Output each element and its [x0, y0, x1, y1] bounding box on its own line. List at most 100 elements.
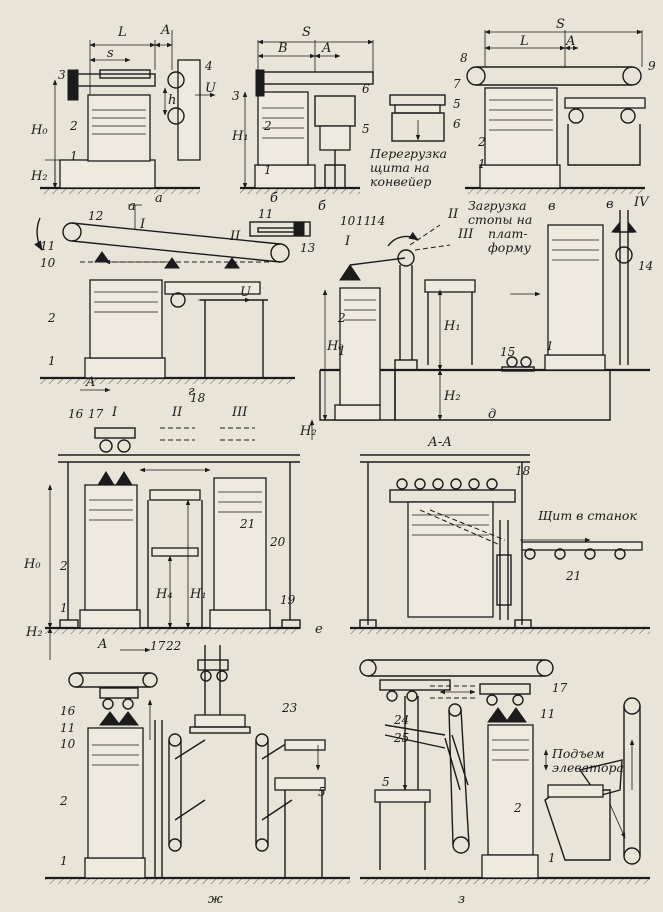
panel-label-a: а: [128, 199, 136, 214]
part-number-2-zh: 2: [59, 794, 68, 808]
roman-I-g: I: [139, 217, 146, 232]
dim-label-A-zh: A: [97, 637, 107, 652]
part-number-11-g: 11: [258, 207, 273, 221]
conveyor-transfer-detail: [389, 94, 446, 142]
panel-label-z: з: [458, 892, 465, 907]
part-number-6-b: 6: [362, 82, 370, 96]
dim-label-A: A: [160, 23, 170, 38]
part-number-7: 7: [453, 77, 461, 91]
section-marker-A-left: A: [85, 375, 95, 390]
caption-elevator-1: Подъем: [551, 746, 604, 761]
roman-I-d: I: [344, 234, 351, 249]
part-number-17-zh: 17: [150, 639, 166, 653]
dim-label-H2-e: H₂: [25, 625, 43, 640]
part-number-5-z: 5: [382, 775, 390, 789]
dim-label-H1-b: H₁: [231, 129, 249, 144]
dim-label-s: s: [107, 46, 114, 61]
part-number-21-s: 21: [565, 569, 581, 583]
part-number-12: 12: [88, 209, 103, 223]
part-number-5-b: 5: [362, 122, 370, 136]
part-number-1: 1: [70, 149, 78, 163]
part-number-1-d: 1: [338, 344, 346, 358]
panel-z: [359, 659, 650, 884]
part-number-10-zh: 10: [60, 737, 76, 751]
part-number-24: 24: [393, 713, 409, 727]
panel-label-b-small: б: [270, 191, 278, 206]
part-number-1-d2: 1: [546, 339, 554, 353]
part-number-17-z: 17: [552, 681, 568, 695]
panel-label-g: г: [188, 384, 195, 399]
caption-loading-4: форму: [488, 240, 532, 255]
part-number-11-zh: 11: [60, 721, 75, 735]
dim-label-B: B: [277, 41, 288, 56]
section-label-AA: А-А: [427, 435, 452, 450]
part-number-15: 15: [500, 345, 515, 359]
roman-III-d: III: [457, 227, 474, 242]
panel-label-d: д: [488, 407, 496, 422]
part-number-2-z: 2: [513, 801, 522, 815]
dim-label-H0-e: H₀: [23, 557, 41, 572]
panel-e-section: [350, 454, 650, 634]
part-number-4: 4: [204, 59, 213, 73]
caption-panel-to-machine: Щит в станок: [538, 508, 637, 523]
dim-label-H0-d: H₀: [326, 339, 344, 354]
roman-II-g: II: [229, 229, 241, 244]
part-number-2-g: 2: [47, 311, 56, 325]
part-number-13: 13: [300, 241, 316, 255]
roman-I-e: I: [111, 405, 118, 420]
roman-III-e: III: [231, 405, 248, 420]
caption-transfer-3: конвейер: [370, 174, 431, 189]
part-number-2-e: 2: [59, 559, 68, 573]
part-number-5-zh: 5: [318, 785, 326, 799]
dim-label-U-g: U: [240, 285, 252, 300]
part-number-2-v: 2: [477, 135, 486, 149]
part-number-16: 16: [68, 407, 84, 421]
roman-IV: IV: [633, 195, 650, 210]
dim-label-H2-d: H₂: [443, 389, 461, 404]
part-number-5: 5: [453, 97, 461, 111]
dim-label-A-v: A: [565, 34, 575, 49]
dim-label-h: h: [168, 93, 176, 108]
dim-label-S-v: S: [556, 17, 565, 32]
panel-a: [40, 30, 216, 194]
roman-II-d: II: [447, 207, 459, 222]
part-number-1-b: 1: [264, 163, 272, 177]
panel-label-v: в: [548, 199, 556, 214]
caption-elevator-2: элеватора: [552, 760, 624, 775]
roman-II-e: II: [171, 405, 183, 420]
panel-b: [240, 39, 374, 194]
caption-loading-3: плат-: [488, 226, 528, 241]
part-number-2: 2: [69, 119, 78, 133]
part-number-3: 3: [58, 68, 66, 82]
part-number-1-zh: 1: [60, 854, 68, 868]
part-number-25: 25: [393, 731, 409, 745]
part-number-19: 19: [280, 593, 296, 607]
caption-loading-1: Загрузка: [468, 198, 527, 213]
part-number-1-e: 1: [60, 601, 68, 615]
dim-label-H2-d2: H₂: [299, 424, 317, 439]
part-number-2-b: 2: [263, 119, 272, 133]
part-number-11-d: 11: [356, 214, 371, 228]
part-number-8: 8: [460, 51, 468, 65]
dim-label-S-b: S: [302, 25, 311, 40]
part-number-14: 14: [638, 259, 653, 273]
part-number-21: 21: [239, 517, 255, 531]
part-number-17: 17: [88, 407, 104, 421]
caption-loading-2: стопы на: [468, 212, 532, 227]
panel-g: [34, 204, 311, 384]
dim-label-U: U: [205, 81, 217, 96]
part-number-11-z: 11: [540, 707, 555, 721]
panel-e-front: [45, 387, 301, 660]
part-number-18-e: 18: [190, 391, 206, 405]
part-number-18: 18: [515, 464, 531, 478]
dim-label-H0: H₀: [30, 123, 48, 138]
part-number-6: 6: [453, 117, 461, 131]
caption-transfer-1: Перегрузка: [369, 146, 447, 161]
part-number-20: 20: [269, 535, 286, 549]
part-number-14-d: 14: [370, 214, 385, 228]
panel-d: [309, 210, 650, 440]
panel-label-v-small: в: [606, 197, 614, 212]
panel-label-e: е: [315, 622, 323, 637]
